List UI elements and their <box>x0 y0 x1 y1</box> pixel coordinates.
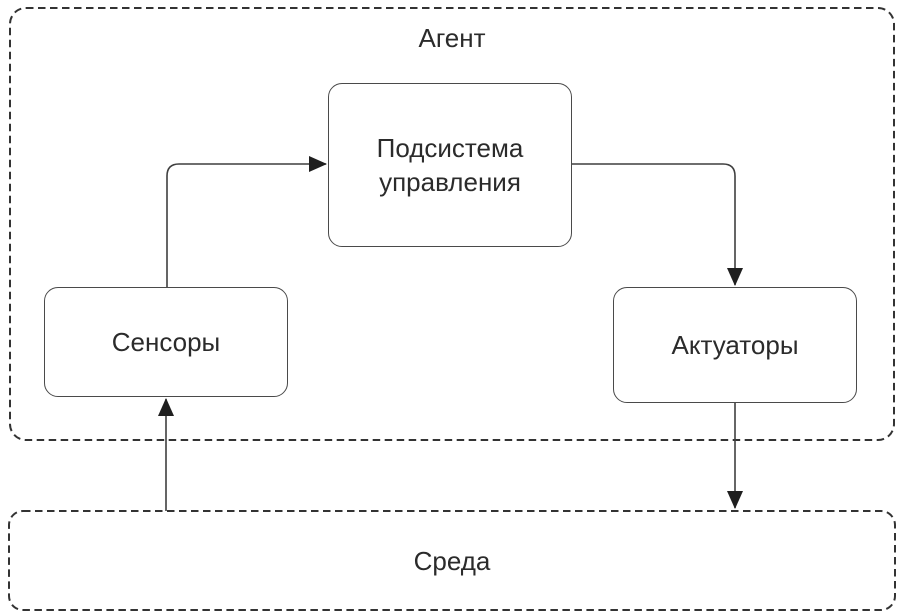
environment-container-label: Среда <box>413 546 491 576</box>
node-control-subsystem-label: Подсистема управления <box>376 133 524 197</box>
node-sensors: Сенсоры <box>44 287 288 397</box>
environment-boundary-box <box>8 510 896 611</box>
edge-control-to-actuators <box>572 163 743 286</box>
node-actuators-label: Актуаторы <box>671 330 799 360</box>
node-control-subsystem: Подсистема управления <box>328 83 572 247</box>
node-actuators: Актуаторы <box>613 287 857 403</box>
agent-container-label: Агент <box>418 23 486 53</box>
agent-boundary-box <box>9 7 895 441</box>
node-sensors-label: Сенсоры <box>111 327 221 357</box>
edge-sensors-to-control <box>166 156 327 287</box>
